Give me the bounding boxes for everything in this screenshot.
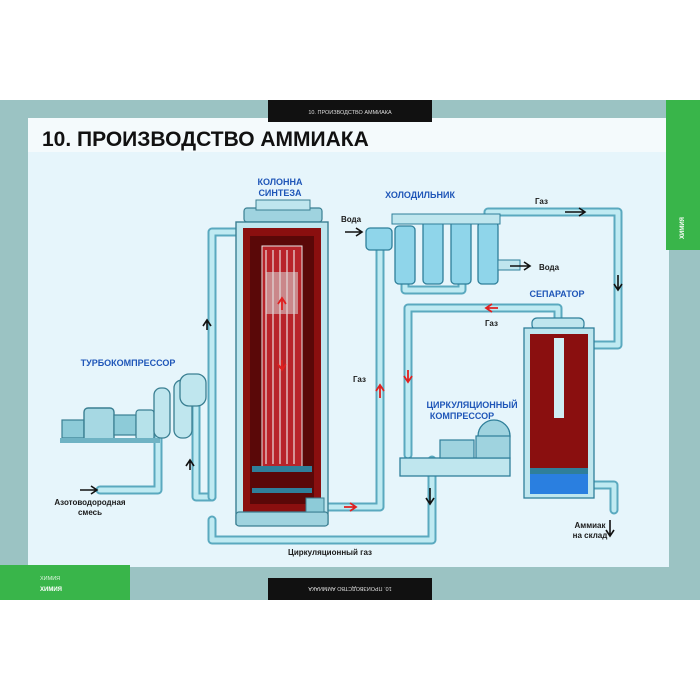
label-mix-line1: Азотоводородная — [54, 498, 126, 507]
label-column-line2: СИНТЕЗА — [258, 188, 302, 198]
label-gas-separator: Газ — [485, 319, 498, 328]
label-ammonia-line1: Аммиак — [575, 521, 607, 530]
label-ammonia-line2: на склад — [573, 531, 608, 540]
label-separator: СЕПАРАТОР — [529, 289, 584, 299]
bottom-header-tab — [268, 578, 432, 600]
circulation-compressor — [399, 419, 511, 477]
top-header-tab-text: 10. ПРОИЗВОДСТВО АММИАКА — [308, 110, 392, 116]
label-column-line1: КОЛОННА — [257, 177, 303, 187]
label-gas-mid: Газ — [353, 375, 366, 384]
label-circ-compressor-line2: КОМПРЕССОР — [430, 411, 494, 421]
bottom-header-tab-text: 10. ПРОИЗВОДСТВО АММИАКА — [308, 585, 392, 591]
flow-arrows — [80, 207, 623, 538]
cooler — [365, 213, 521, 285]
label-circ-gas: Циркуляционный газ — [288, 548, 372, 557]
right-green-tab-text: ХИМИЯ — [680, 217, 686, 239]
page-title: 10. ПРОИЗВОДСТВО АММИАКА — [42, 128, 369, 151]
top-header-tab — [268, 100, 432, 122]
label-turbocompressor: ТУРБОКОМПРЕССОР — [81, 358, 176, 368]
left-green-tab-text-top: ХИМИЯ — [40, 576, 60, 582]
right-green-tab — [666, 100, 700, 250]
left-green-tab-text-bottom: ХИМИЯ — [40, 587, 62, 593]
poster-title-band — [28, 118, 669, 152]
left-green-tab — [0, 565, 130, 600]
label-cooler: ХОЛОДИЛЬНИК — [385, 190, 455, 200]
label-gas-top: Газ — [535, 197, 548, 206]
label-mix-line2: смесь — [78, 508, 102, 517]
separator — [523, 317, 595, 499]
turbocompressor — [60, 373, 207, 443]
label-water-in: Вода — [341, 215, 362, 224]
label-circ-compressor-line1: ЦИРКУЛЯЦИОННЫЙ — [426, 399, 517, 410]
label-water-out: Вода — [539, 263, 560, 272]
